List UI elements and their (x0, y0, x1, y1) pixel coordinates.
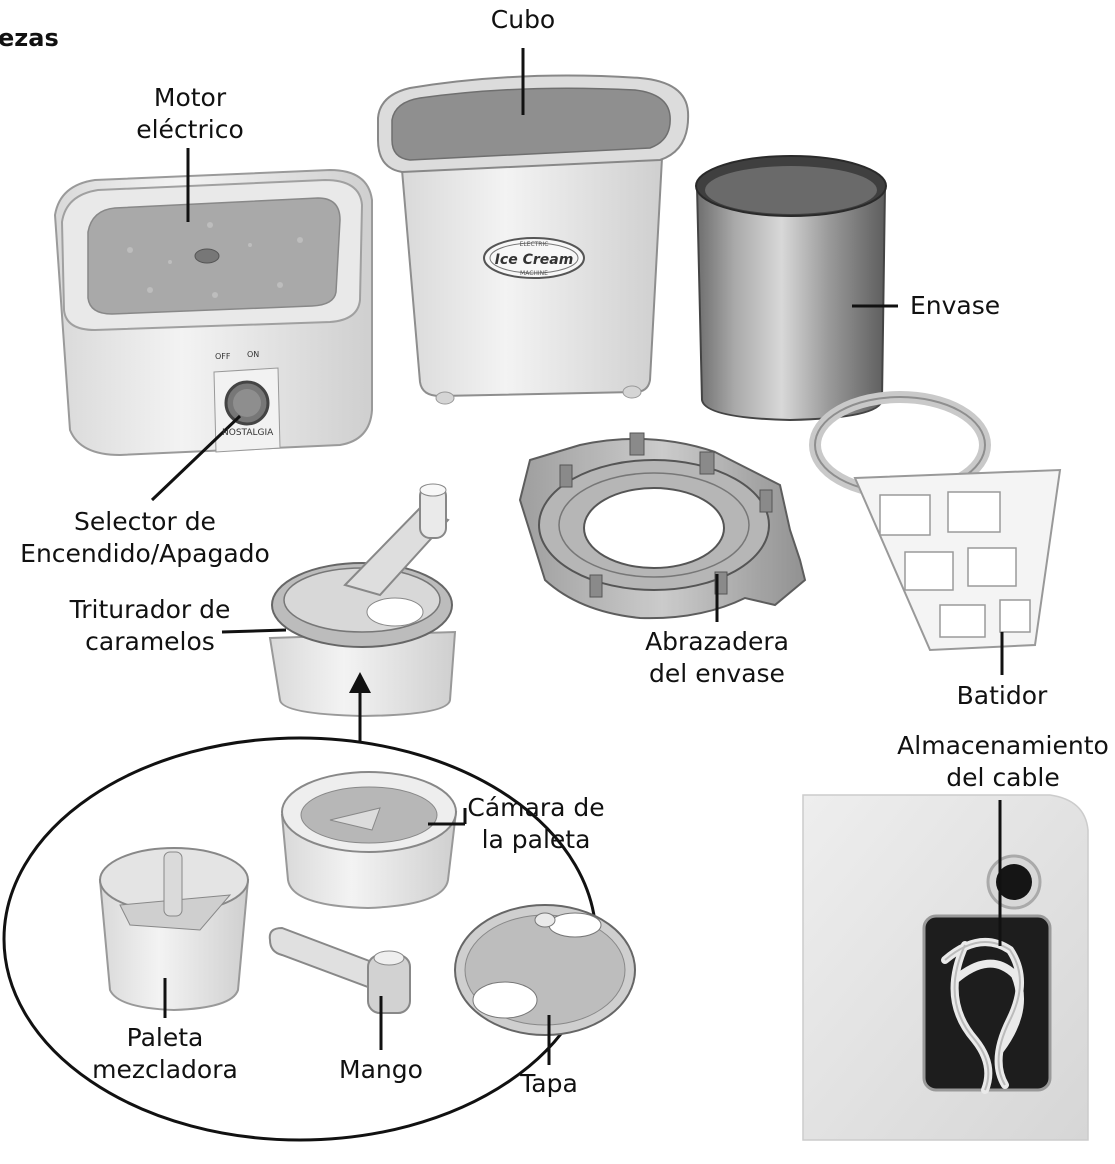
label-almacen-line1: Almacenamiento (893, 730, 1113, 762)
label-batidor: Batidor (942, 680, 1062, 712)
label-tapa-text: Tapa (520, 1069, 578, 1098)
label-abrazadera-line1: Abrazadera (637, 626, 797, 658)
label-paleta: Paleta mezcladora (80, 1022, 250, 1086)
label-paleta-line1: Paleta (80, 1022, 250, 1054)
canister-clamp (520, 433, 805, 618)
mixing-paddle (100, 848, 248, 1010)
label-mango: Mango (321, 1054, 441, 1086)
label-camara-line2: la paleta (462, 824, 610, 856)
switch-off-label: OFF (215, 352, 231, 362)
badge-bottom-text: MACHINE (520, 270, 548, 277)
label-triturador: Triturador de caramelos (60, 594, 240, 658)
lid (455, 905, 635, 1035)
label-almacen-line2: del cable (893, 762, 1113, 794)
label-cubo: Cubo (463, 4, 583, 36)
label-motor-line2: eléctrico (110, 114, 270, 146)
label-selector-line1: Selector de (14, 506, 276, 538)
switch-on-label: ON (247, 350, 259, 360)
label-paleta-line2: mezcladora (80, 1054, 250, 1086)
label-motor: Motor eléctrico (110, 82, 270, 146)
label-cubo-text: Cubo (491, 5, 555, 34)
dasher (815, 397, 1060, 650)
badge-top-text: ELECTRIC (520, 241, 549, 248)
label-mango-text: Mango (339, 1055, 423, 1084)
label-selector: Selector de Encendido/Apagado (14, 506, 276, 570)
label-selector-line2: Encendido/Apagado (14, 538, 276, 570)
label-triturador-line2: caramelos (60, 626, 240, 658)
label-batidor-text: Batidor (957, 681, 1048, 710)
label-camara-line1: Cámara de (462, 792, 610, 824)
badge-main-text: Ice Cream (495, 252, 574, 268)
steel-canister (696, 156, 886, 420)
section-heading: ezas (0, 24, 59, 52)
label-triturador-line1: Triturador de (60, 594, 240, 626)
label-motor-line1: Motor (110, 82, 270, 114)
label-abrazadera-line2: del envase (637, 658, 797, 690)
label-abrazadera: Abrazadera del envase (637, 626, 797, 690)
paddle-chamber (282, 772, 456, 908)
label-camara: Cámara de la paleta (462, 792, 610, 856)
brand-label: NOSTALGIA (222, 428, 273, 438)
label-almacen: Almacenamiento del cable (893, 730, 1113, 794)
cord-storage-panel (803, 795, 1088, 1140)
bucket: Ice Cream ELECTRIC MACHINE (378, 76, 688, 404)
label-envase: Envase (910, 290, 1000, 322)
motor-base (55, 170, 372, 455)
crank-handle (270, 928, 410, 1013)
label-envase-text: Envase (910, 291, 1000, 320)
label-tapa: Tapa (499, 1068, 599, 1100)
